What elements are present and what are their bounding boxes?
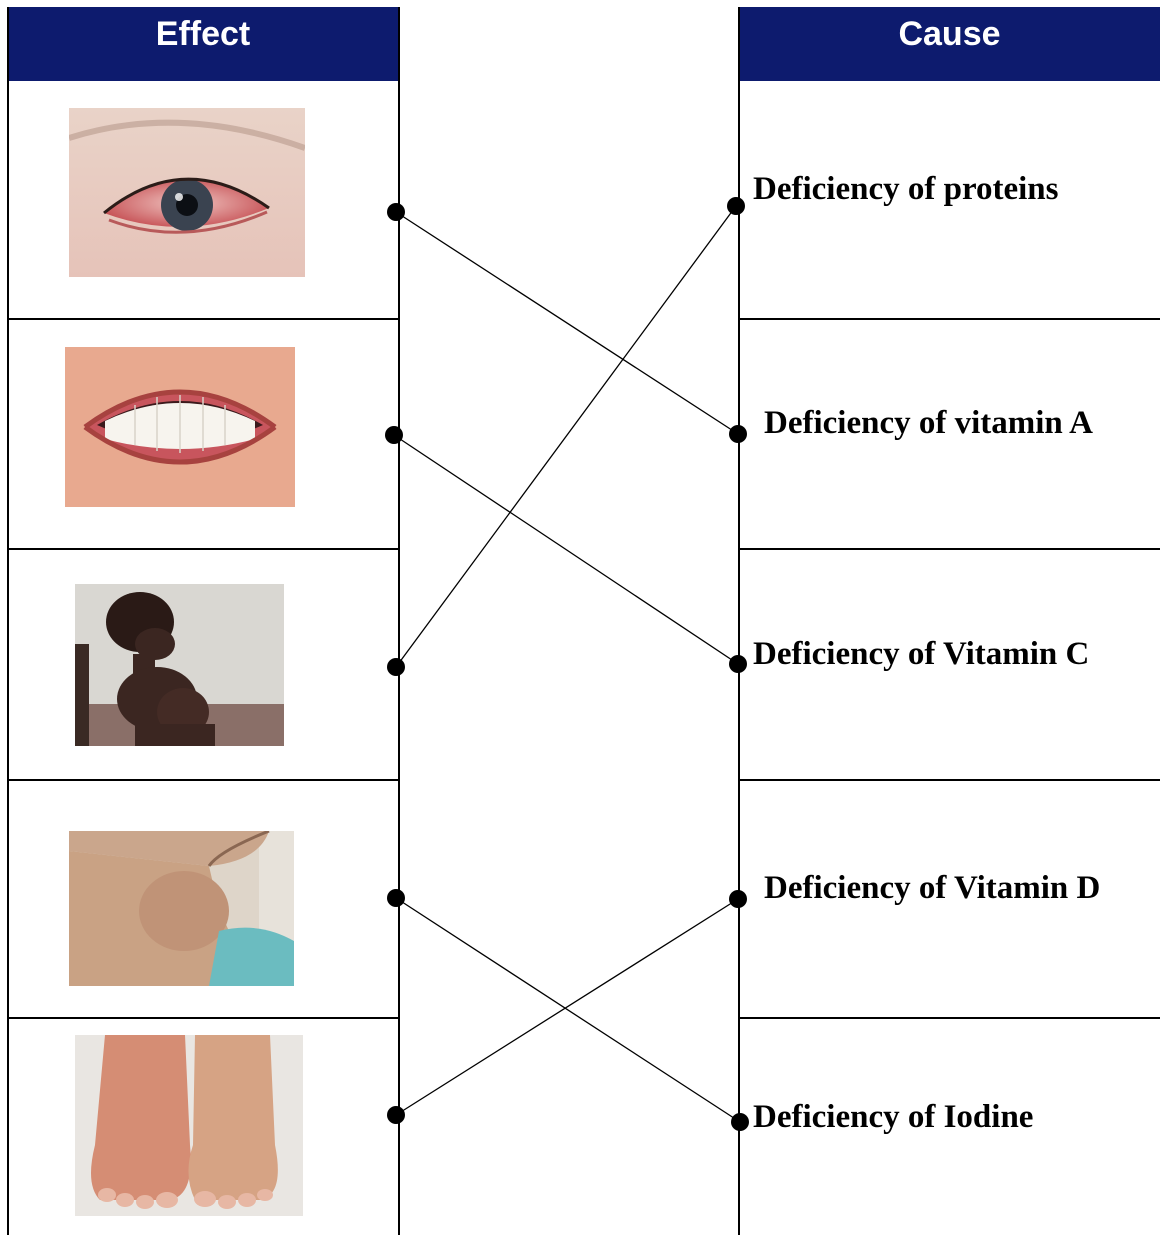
effect-anchor-dot-0 bbox=[387, 203, 405, 221]
cause-anchor-dot-4 bbox=[731, 1113, 749, 1131]
match-line-0 bbox=[396, 212, 738, 434]
cause-anchor-dot-3 bbox=[729, 890, 747, 908]
effect-anchor-dot-1 bbox=[385, 426, 403, 444]
match-line-3 bbox=[396, 898, 740, 1122]
effect-anchor-dot-2 bbox=[387, 658, 405, 676]
match-line-2 bbox=[396, 206, 736, 667]
effect-anchor-dot-3 bbox=[387, 889, 405, 907]
cause-anchor-dot-1 bbox=[729, 425, 747, 443]
match-line-1 bbox=[394, 435, 738, 664]
cause-anchor-dot-0 bbox=[727, 197, 745, 215]
cause-anchor-dot-2 bbox=[729, 655, 747, 673]
effect-anchor-dot-4 bbox=[387, 1106, 405, 1124]
